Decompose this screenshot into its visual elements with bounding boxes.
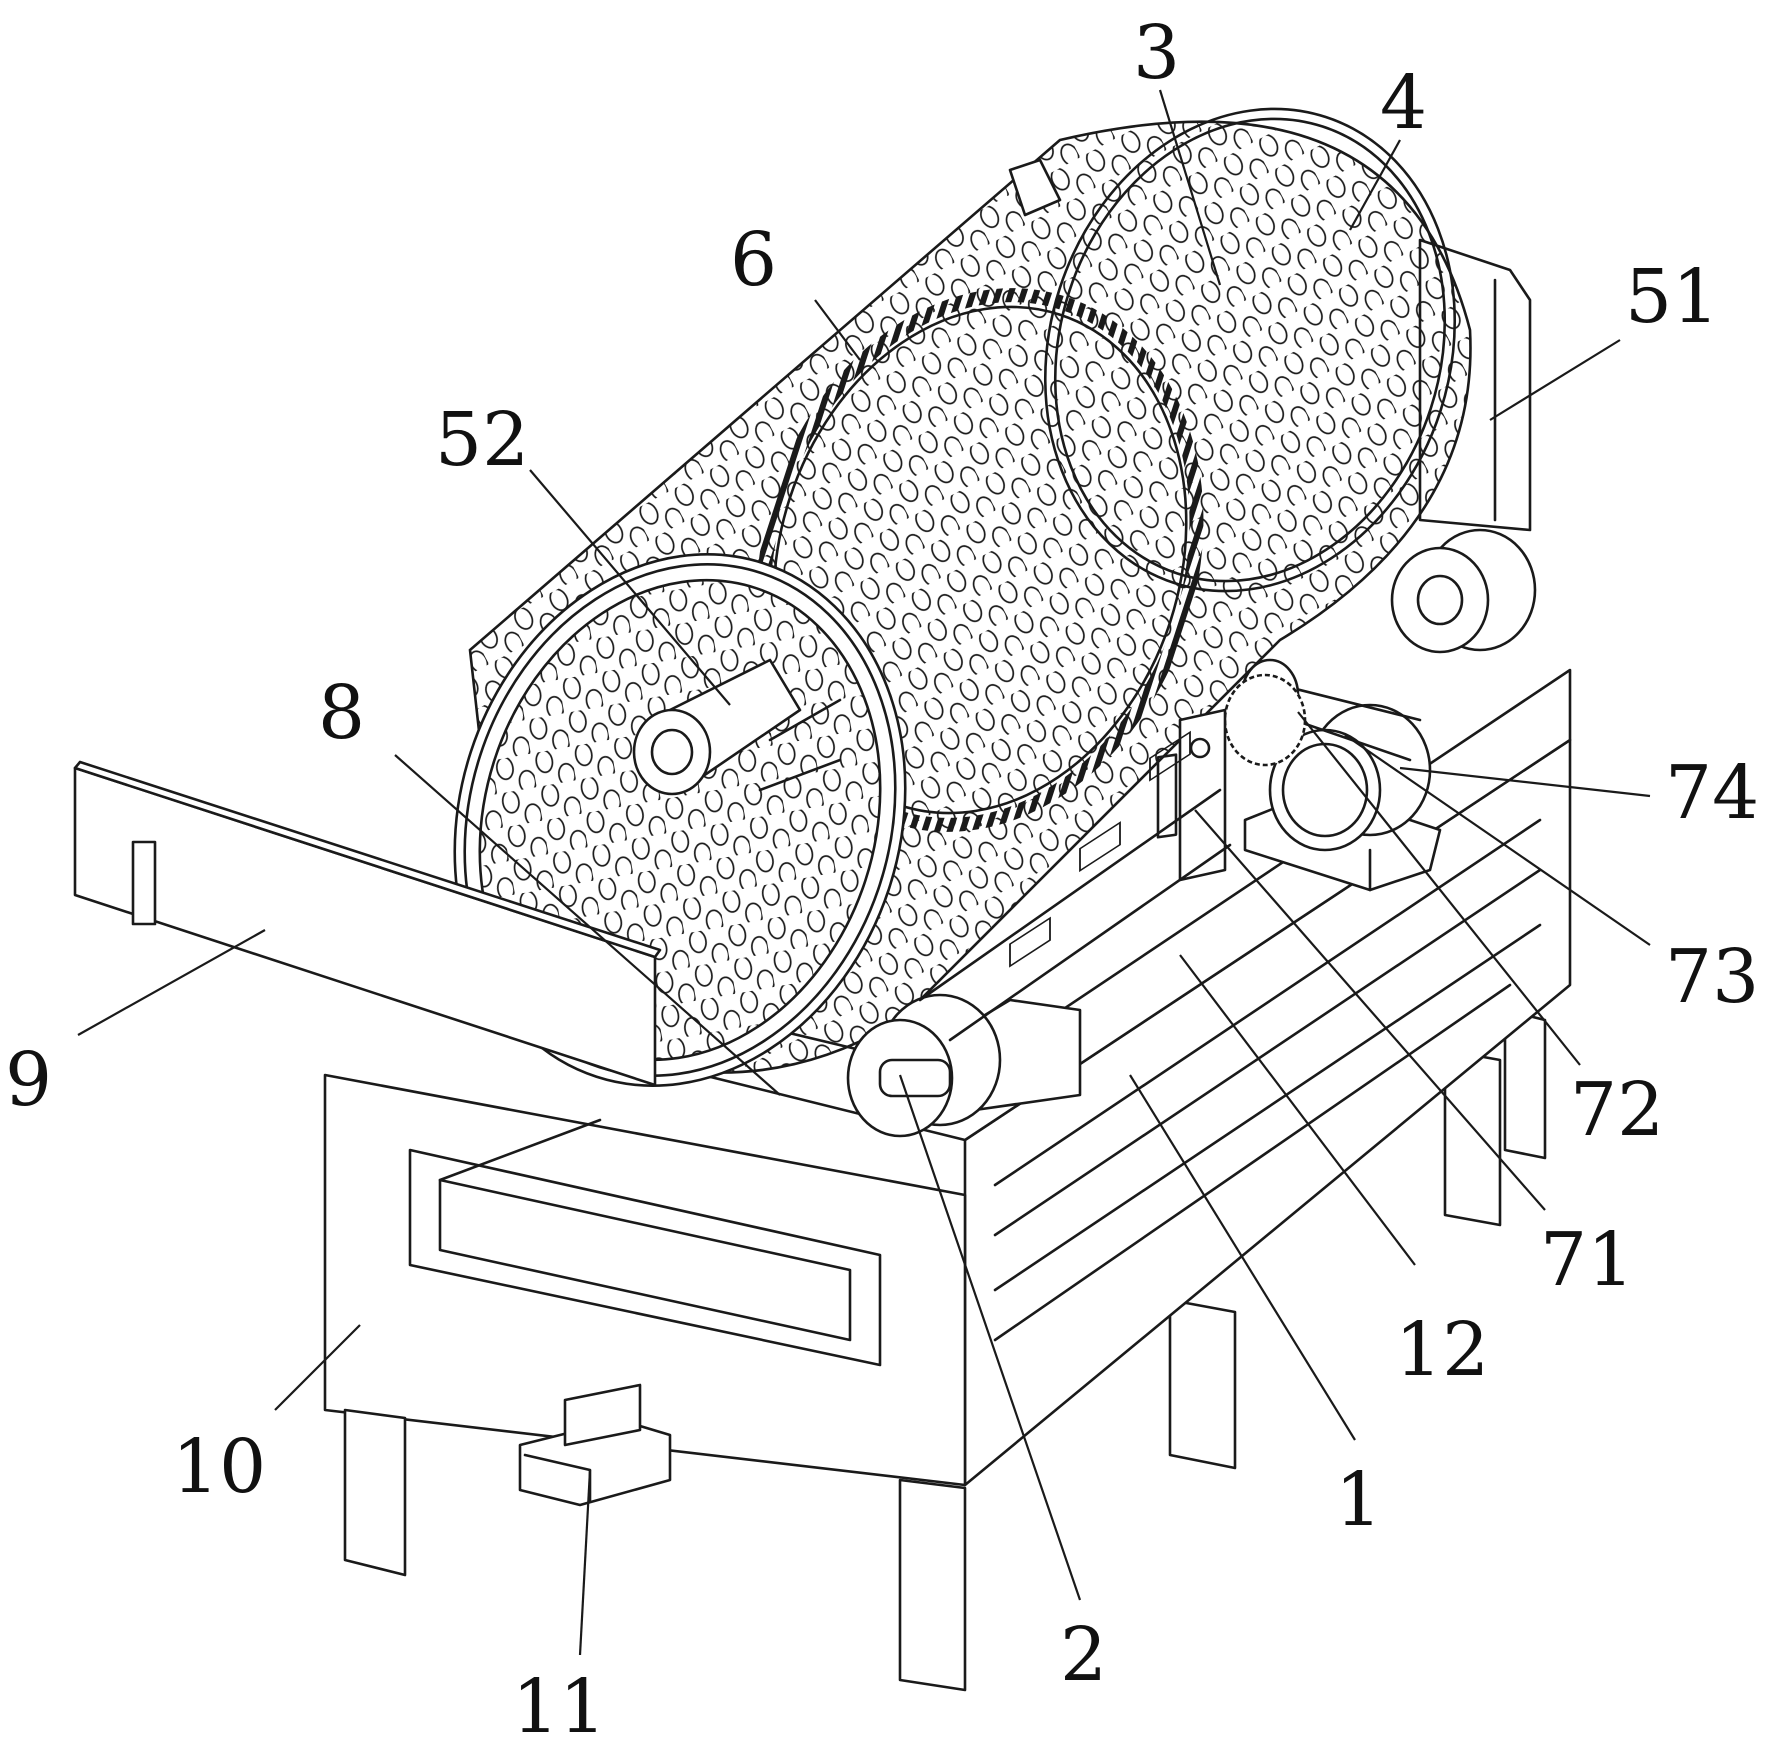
label-12: 12 [1395, 1307, 1489, 1393]
label-4: 4 [1380, 60, 1427, 146]
label-8: 8 [318, 670, 365, 756]
label-10: 10 [172, 1424, 266, 1510]
label-72: 72 [1570, 1067, 1664, 1153]
leg-front-left [345, 1410, 405, 1575]
label-11: 11 [512, 1664, 606, 1743]
label-73: 73 [1665, 934, 1759, 1020]
label-51: 51 [1625, 254, 1719, 340]
leg-front-mid [900, 1480, 965, 1690]
label-2: 2 [1060, 1612, 1107, 1698]
label-6: 6 [730, 217, 777, 303]
side-handle [1158, 755, 1176, 838]
feed-plate-slot [133, 842, 155, 924]
leader-9 [78, 930, 265, 1035]
label-74: 74 [1665, 750, 1759, 836]
leg-mid-right [1170, 1300, 1235, 1468]
label-1: 1 [1335, 1457, 1382, 1543]
label-9: 9 [5, 1037, 52, 1123]
label-52: 52 [435, 397, 529, 483]
label-71: 71 [1540, 1217, 1634, 1303]
rear-roller [1392, 530, 1535, 652]
small-gear [1225, 675, 1305, 765]
label-3: 3 [1133, 10, 1180, 96]
